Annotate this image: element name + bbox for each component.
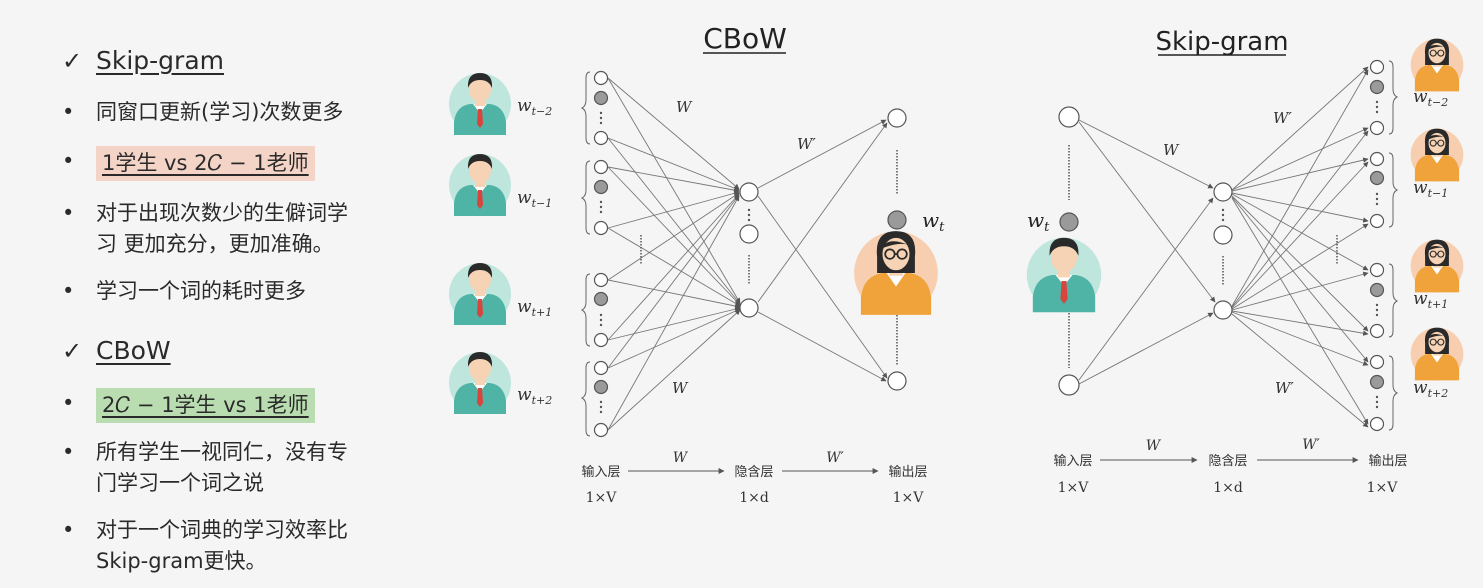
list-item: • 同窗口更新(学习)次数更多 <box>62 97 343 128</box>
cbow-weight-labels: W W′ W <box>672 98 816 397</box>
cbow-ellipsis-dots <box>599 111 642 414</box>
svg-text:1×V: 1×V <box>1367 480 1399 496</box>
svg-text:W: W <box>1163 141 1180 159</box>
highlight-pink: 1学生 vs 2𝐶 − 1老师 <box>96 146 315 181</box>
section-title-cbow: CBoW <box>96 336 171 365</box>
cbow-input-nodes <box>593 70 609 438</box>
bullet-icon: • <box>62 391 75 415</box>
list-item: • 学习一个词的耗时更多 <box>62 276 306 307</box>
svg-text:wt+2: wt+2 <box>1413 378 1448 400</box>
teacher-avatar <box>1410 239 1464 293</box>
list-item-continuation: 门学习一个词之说 <box>96 471 264 495</box>
bullet-icon: • <box>62 440 75 464</box>
svg-text:1×V: 1×V <box>586 490 618 506</box>
teacher-avatar <box>1410 38 1464 92</box>
cbow-input-edges <box>607 77 741 431</box>
svg-text:1×V: 1×V <box>1058 480 1090 496</box>
skipgram-input-label: wt <box>1027 208 1050 235</box>
left-text-panel: ✓ Skip-gram • 同窗口更新(学习)次数更多 • 1学生 vs 2𝐶 … <box>0 0 440 588</box>
svg-text:W: W <box>673 450 689 466</box>
svg-text:wt−2: wt−2 <box>517 96 552 118</box>
cbow-hidden-nodes <box>739 182 759 318</box>
section-title-skipgram: Skip-gram <box>96 46 225 75</box>
skipgram-output-edges <box>1231 66 1369 428</box>
cbow-target-label: wt <box>922 208 945 235</box>
highlight-green: 2𝐶 − 1学生 vs 1老师 <box>96 388 315 423</box>
svg-text:wt−2: wt−2 <box>1413 87 1448 109</box>
student-avatar <box>449 352 511 414</box>
cbow-student-avatars <box>449 73 511 414</box>
svg-text:W′: W′ <box>1302 437 1320 453</box>
bullet-icon: • <box>62 201 75 225</box>
list-item: • 对于出现次数少的生僻词学 <box>62 198 348 229</box>
svg-text:输出层: 输出层 <box>888 464 927 480</box>
bullet-icon: • <box>62 149 75 173</box>
bullet-icon: • <box>62 518 75 542</box>
teacher-avatar <box>853 230 939 316</box>
student-avatar <box>1026 237 1102 313</box>
teacher-avatar <box>1410 128 1464 182</box>
cbow-context-labels: wt−2 wt−1 wt+1 wt+2 <box>517 96 552 407</box>
list-item: • 对于一个词典的学习效率比 <box>62 515 348 546</box>
svg-text:1×d: 1×d <box>739 490 769 506</box>
skipgram-output-nodes <box>1369 59 1385 432</box>
bullet-icon: • <box>62 100 75 124</box>
skipgram-ellipsis-dots <box>1336 100 1379 409</box>
svg-text:wt+2: wt+2 <box>517 385 552 407</box>
cbow-output-nodes <box>887 108 907 391</box>
svg-text:W′: W′ <box>1273 109 1292 127</box>
cbow-brackets <box>580 71 591 437</box>
skipgram-hidden-nodes <box>1213 182 1233 320</box>
svg-text:1×d: 1×d <box>1213 480 1243 496</box>
svg-text:输出层: 输出层 <box>1368 453 1407 469</box>
skipgram-layer-pipeline: 输入层 隐含层 输出层 W W′ 1×V 1×d 1×V <box>1053 437 1407 496</box>
svg-text:隐含层: 隐含层 <box>734 464 773 480</box>
svg-text:W: W <box>676 98 693 116</box>
bullet-icon: • <box>62 279 75 303</box>
svg-text:W′: W′ <box>826 450 844 466</box>
list-item: • 所有学生一视同仁，没有专 <box>62 437 348 468</box>
svg-text:W: W <box>672 379 689 397</box>
check-icon: ✓ <box>62 46 83 75</box>
cbow-output-edges <box>757 119 888 382</box>
list-item-continuation: 习 更加充分，更加准确。 <box>96 232 334 256</box>
svg-text:wt−1: wt−1 <box>1413 178 1448 200</box>
svg-text:wt−1: wt−1 <box>517 188 552 210</box>
student-avatar <box>449 154 511 216</box>
svg-text:W: W <box>1146 438 1162 454</box>
svg-text:wt+1: wt+1 <box>517 297 552 319</box>
svg-text:wt+1: wt+1 <box>1413 289 1448 311</box>
cbow-title: CBoW <box>703 22 787 55</box>
check-icon: ✓ <box>62 336 83 365</box>
list-item-continuation: Skip-gram更快。 <box>96 549 267 573</box>
list-item: • 2𝐶 − 1学生 vs 1老师 <box>62 388 315 423</box>
svg-text:W′: W′ <box>1275 379 1294 397</box>
cbow-layer-pipeline: 输入层 隐含层 输出层 W W′ 1×V 1×d 1×V <box>581 450 927 506</box>
skipgram-weight-labels: W W′ W′ <box>1163 109 1294 397</box>
skipgram-input-edges <box>1078 119 1216 385</box>
svg-text:隐含层: 隐含层 <box>1208 453 1247 469</box>
list-item: • 1学生 vs 2𝐶 − 1老师 <box>62 146 315 181</box>
svg-text:输入层: 输入层 <box>1053 453 1092 469</box>
skipgram-brackets <box>1388 60 1399 431</box>
section-skipgram: ✓ Skip-gram <box>62 46 224 75</box>
teacher-avatar <box>1410 327 1464 381</box>
student-avatar <box>449 73 511 135</box>
cbow-diagram: CBoW <box>449 22 945 506</box>
skipgram-input-nodes <box>1058 106 1080 396</box>
svg-text:1×V: 1×V <box>893 490 925 506</box>
skipgram-diagram: Skip-gram <box>1026 27 1464 496</box>
skipgram-context-labels: wt−2 wt−1 wt+1 wt+2 <box>1413 87 1448 400</box>
student-avatar <box>449 263 511 325</box>
svg-text:输入层: 输入层 <box>581 464 620 480</box>
skipgram-title: Skip-gram <box>1155 27 1288 57</box>
section-cbow: ✓ CBoW <box>62 336 171 365</box>
svg-text:W′: W′ <box>797 135 816 153</box>
